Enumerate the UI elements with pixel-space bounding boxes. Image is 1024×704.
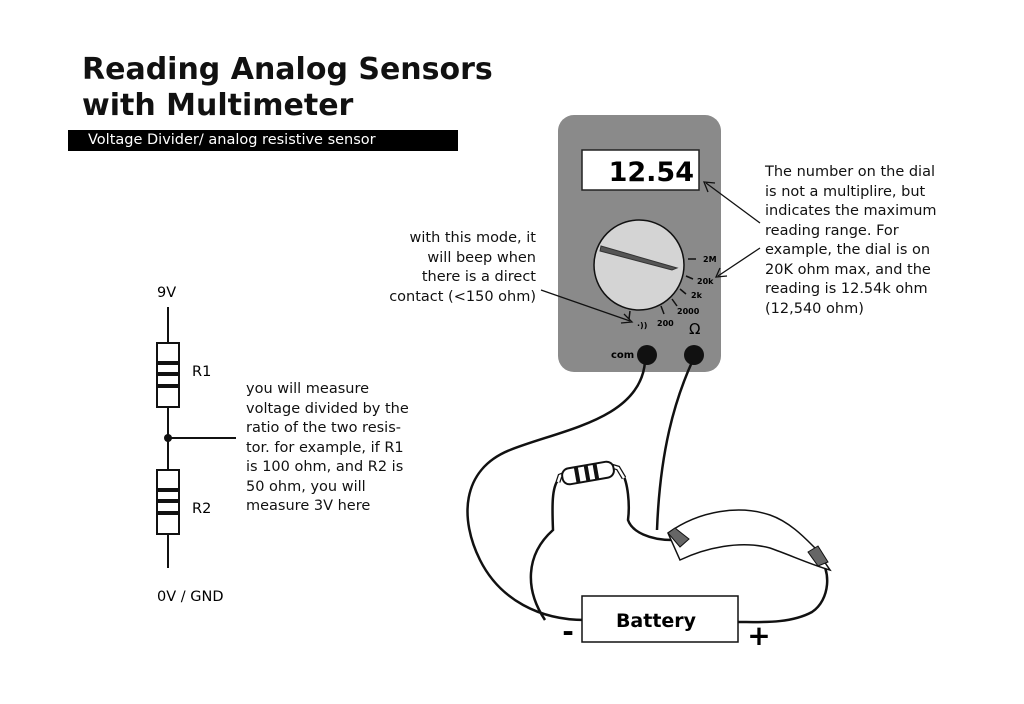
dial-range-note: The number on the dial is not a multipli… (765, 164, 937, 317)
resistor-to-sensor (620, 472, 673, 542)
multimeter: 12.54 2M 20k 2k 2000 200 ·)) com Ω (558, 115, 721, 372)
ohm-icon: Ω (689, 320, 700, 338)
ohm-probe-wire (655, 361, 694, 531)
dial-pointer (599, 245, 679, 271)
com-jack[interactable] (637, 345, 657, 365)
dial-arrow (717, 247, 761, 277)
supply-label: 9V (157, 285, 176, 301)
battery-negative-sign: - (562, 615, 574, 648)
com-probe-wire (466, 361, 647, 622)
subtitle-bar: Voltage Divider/ analog resistive sensor (68, 130, 458, 151)
battery-neg-to-resistor (529, 479, 560, 621)
voltage-divider-note: you will measure voltage divided by the … (246, 381, 409, 514)
dial-ticks (628, 258, 696, 320)
display-arrowhead (703, 181, 716, 193)
r1-label: R1 (192, 364, 211, 380)
probe-wires (466, 361, 829, 624)
com-label: com (611, 350, 634, 361)
dial-setting-2k: 2k (691, 291, 703, 300)
dial-setting-2M: 2M (703, 255, 717, 264)
meter-display (581, 149, 700, 191)
r2-label: R2 (192, 501, 211, 517)
ground-label: 0V / GND (157, 589, 224, 605)
dial-setting-200: 200 (657, 319, 674, 328)
annotation-arrows (540, 181, 761, 324)
flex-sensor (667, 509, 832, 572)
battery: Battery - + (562, 595, 771, 652)
ohm-jack[interactable] (684, 345, 704, 365)
continuity-icon: ·)) (637, 321, 647, 330)
dial-arrowhead (714, 267, 728, 278)
sensor-to-battery-pos (737, 555, 829, 624)
battery-label: Battery (616, 610, 697, 632)
resistor-r1 (156, 342, 180, 408)
battery-body (581, 595, 739, 643)
voltage-divider-schematic: 9V R1 R2 0V / GND (156, 285, 236, 605)
dial-setting-20k: 20k (697, 277, 714, 286)
dial-setting-2000: 2000 (677, 307, 700, 316)
continuity-arrowhead (620, 313, 634, 324)
display-value: 12.54 (609, 157, 694, 188)
page-title: Reading Analog Sensors with Multimeter (82, 52, 493, 124)
sensor-resistor (561, 460, 615, 486)
display-arrow (705, 182, 761, 224)
resistor-r2 (156, 469, 180, 535)
title-line-1: Reading Analog Sensors (82, 52, 493, 87)
dial-knob[interactable] (593, 219, 685, 311)
continuity-mode-note: with this mode, it will beep when there … (389, 230, 536, 305)
continuity-arrow (540, 289, 631, 322)
battery-positive-sign: + (747, 619, 770, 652)
title-line-2: with Multimeter (82, 88, 354, 123)
